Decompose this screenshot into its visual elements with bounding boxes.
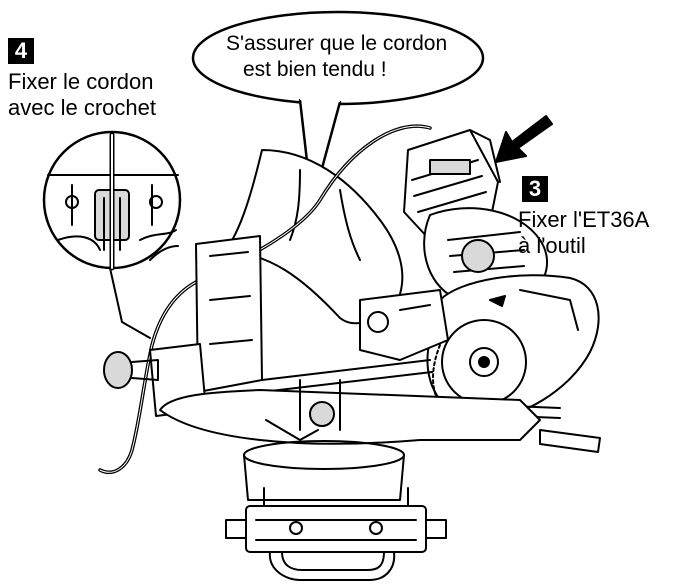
step-4-line-2: avec le crochet bbox=[8, 95, 156, 120]
step-3-line-2: à l'outil bbox=[518, 233, 586, 258]
hook-detail-magnifier bbox=[42, 130, 182, 339]
step-4-badge: 4 bbox=[8, 38, 34, 64]
callout-line-2: est bien tendu ! bbox=[243, 58, 387, 81]
left-knob bbox=[103, 351, 159, 389]
insert-arrow bbox=[495, 115, 553, 163]
step-3-badge: 3 bbox=[522, 176, 548, 202]
step-3-line-1: Fixer l'ET36A bbox=[518, 207, 650, 232]
blade-assembly bbox=[426, 274, 600, 421]
saw-arm bbox=[359, 289, 506, 361]
step-4-line-1: Fixer le cordon bbox=[8, 69, 154, 94]
bottom-clamp bbox=[225, 487, 447, 581]
callout-line-1: S'assurer que le cordon bbox=[226, 32, 448, 55]
turntable-base bbox=[159, 379, 601, 501]
